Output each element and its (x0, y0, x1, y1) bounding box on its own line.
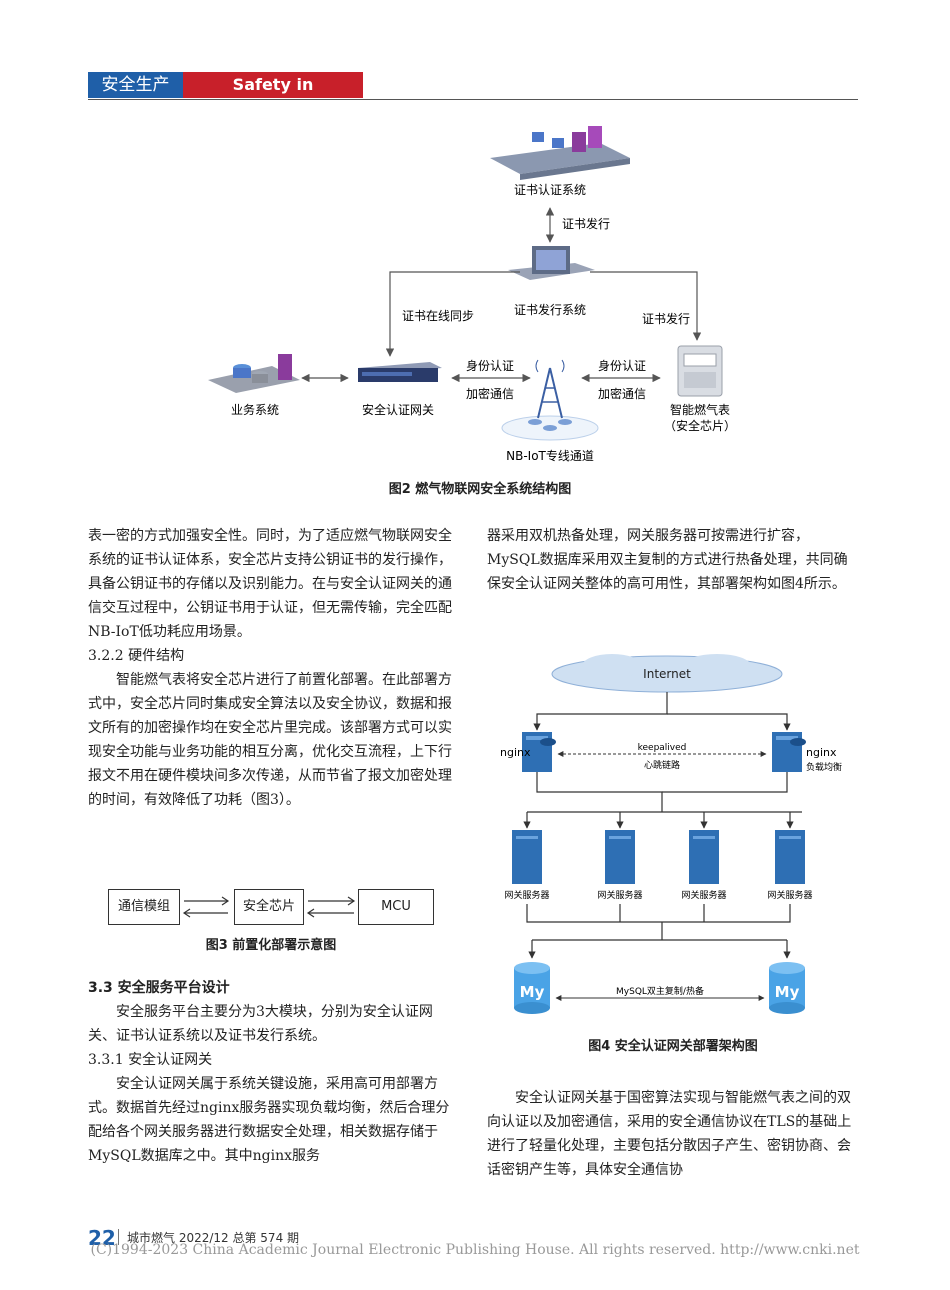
fig2-id-auth-right-label: 身份认证 (598, 358, 646, 373)
fig2-enc-comm-right-label: 加密通信 (598, 386, 646, 401)
left-para-1: 表一密的方式加强安全性。同时，为了适应燃气物联网安全系统的证书认证体系，安全芯片… (88, 528, 452, 640)
figure-4-diagram: Internet nginx nginx 负载均衡 keepalived 心跳链… (500, 654, 842, 1014)
internet-cloud-icon (551, 654, 783, 693)
fig2-meter-label: 智能燃气表 (670, 402, 730, 417)
cert-auth-system-icon (490, 126, 630, 180)
fig2-cert-sync-label: 证书在线同步 (402, 309, 474, 323)
figure-4-caption: 图4 安全认证网关部署架构图 (588, 1039, 758, 1054)
fig2-id-auth-left-label: 身份认证 (466, 358, 514, 373)
gateway-server-icon (689, 830, 719, 884)
fig4-server-label: 网关服务器 (767, 889, 812, 901)
right-para-1: 器采用双机热备处理，网关服务器可按需进行扩容，MySQL数据库采用双主复制的方式… (487, 528, 848, 592)
cert-issue-system-icon (508, 246, 595, 280)
figure-2-diagram: 证书认证系统 证书发行 证书发行系统 证书在线同步 证书发行 业务系统 安全认证… (208, 126, 736, 463)
fig4-my-left: My (520, 983, 545, 1001)
fig4-server-label: 网关服务器 (597, 889, 642, 901)
fig4-lb-label: 负载均衡 (806, 761, 842, 773)
figure-2-caption: 图2 燃气物联网安全系统结构图 (388, 482, 572, 497)
fig2-cert-issue-right-label: 证书发行 (642, 311, 690, 326)
business-system-icon (208, 354, 300, 393)
fig4-keepalived-label: keepalived (638, 743, 687, 753)
fig3-arrows-2 (306, 896, 356, 918)
gateway-server-icon (512, 830, 542, 884)
security-gateway-icon (358, 362, 442, 382)
fig2-cert-issue-arrow-label: 证书发行 (562, 216, 610, 231)
fig2-gateway-label: 安全认证网关 (362, 402, 434, 417)
fig4-nginx-right-label: nginx (806, 746, 837, 759)
mysql-db-right-icon (769, 962, 805, 1014)
left-column: 表一密的方式加强安全性。同时，为了适应燃气物联网安全系统的证书认证体系，安全芯片… (88, 524, 460, 812)
nginx-right-server-icon (772, 732, 806, 772)
fig3-security-chip-box: 安全芯片 (234, 889, 304, 925)
left-para-3: 安全服务平台主要分为3大模块，分别为安全认证网关、证书认证系统以及证书发行系统。 (88, 1004, 433, 1044)
fig2-biz-sys-label: 业务系统 (231, 402, 279, 417)
journal-info: 城市燃气 2022/12 总第 574 期 (127, 1231, 300, 1245)
left-para-4: 安全认证网关属于系统关键设施，采用高可用部署方式。数据首先经过nginx服务器实… (88, 1076, 450, 1164)
fig2-nbiot-label: NB-IoT专线通道 (506, 448, 594, 463)
copyright-notice: (C)1994-2023 China Academic Journal Elec… (90, 1242, 860, 1258)
heading-3-2-2: 3.2.2 硬件结构 (88, 648, 185, 664)
right-para-2: 安全认证网关基于国密算法实现与智能燃气表之间的双向认证以及加密通信，采用的安全通… (487, 1090, 852, 1178)
fig3-comm-module-box: 通信模组 (108, 889, 180, 925)
gateway-server-icon (775, 830, 805, 884)
fig3-arrows-1 (182, 896, 230, 918)
figure-3-caption: 图3 前置化部署示意图 (205, 938, 337, 953)
gateway-server-icon (605, 830, 635, 884)
header-section-en: Safety in Production (183, 72, 363, 120)
fig4-internet-label: Internet (643, 667, 691, 681)
fig4-server-label: 网关服务器 (681, 889, 726, 901)
right-column-bottom: 安全认证网关基于国密算法实现与智能燃气表之间的双向认证以及加密通信，采用的安全通… (487, 1086, 859, 1182)
left-column-lower: 3.3 安全服务平台设计 安全服务平台主要分为3大模块，分别为安全认证网关、证书… (88, 976, 460, 1168)
nbiot-tower-icon (501, 359, 599, 441)
fig4-nginx-left-label: nginx (500, 746, 531, 759)
fig4-heartbeat-label: 心跳链路 (644, 759, 680, 771)
page-number: 22 (88, 1226, 116, 1250)
fig2-cert-auth-label: 证书认证系统 (514, 183, 586, 197)
fig3-mcu-box: MCU (358, 889, 434, 925)
right-column-top: 器采用双机热备处理，网关服务器可按需进行扩容，MySQL数据库采用双主复制的方式… (487, 524, 859, 596)
header-rule (88, 99, 858, 100)
fig2-cert-issue-sys-label: 证书发行系统 (514, 302, 586, 317)
heading-3-3: 3.3 安全服务平台设计 (88, 980, 230, 996)
left-para-2: 智能燃气表将安全芯片进行了前置化部署。在此部署方式中，安全芯片同时集成安全算法以… (88, 672, 452, 808)
smart-gas-meter-icon (677, 345, 723, 397)
mysql-db-left-icon (514, 962, 550, 1014)
fig4-my-right: My (775, 983, 800, 1001)
fig4-server-label: 网关服务器 (504, 889, 549, 901)
header-section-cn: 安全生产 (88, 72, 183, 98)
fig2-enc-comm-left-label: 加密通信 (466, 386, 514, 401)
footer-divider (118, 1229, 119, 1245)
fig2-chip-label: （安全芯片） (664, 418, 736, 433)
nginx-left-server-icon (522, 732, 556, 772)
fig4-mysql-link-label: MySQL双主复制/热备 (616, 985, 704, 997)
heading-3-3-1: 3.3.1 安全认证网关 (88, 1052, 213, 1068)
